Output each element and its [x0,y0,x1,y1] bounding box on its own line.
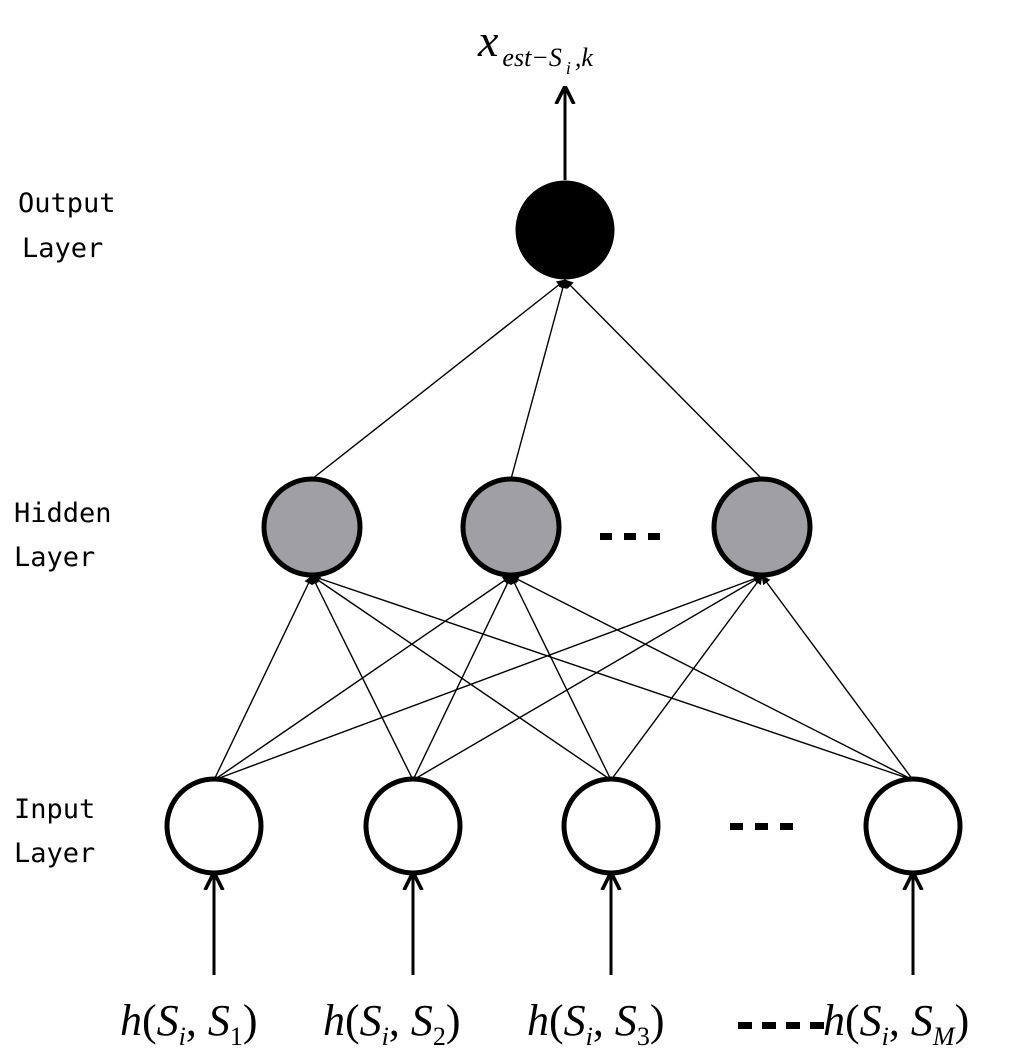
output-label-main: x [477,15,499,66]
edge-hidden-1-output [311,279,566,480]
input-label-1-fn: h [120,996,142,1045]
edge-input-1-hidden-1 [213,575,313,781]
input-label-2: h(Si, S2) [323,996,461,1051]
input-label-3-close: ) [650,996,665,1045]
hidden-node-3 [711,476,813,578]
input-label-1: h(Si, S1) [120,996,258,1051]
output-node [515,180,615,280]
input-label-1-open: ( [142,996,157,1045]
input-ellipsis [730,823,793,830]
input-label-4-b: S [911,996,933,1045]
edge-input-2-hidden-1 [311,575,414,781]
output-label-sub: est−S [502,43,561,72]
input-label-4-fn: h [823,996,845,1045]
hidden-to-output-connections [311,279,763,480]
edge-input-4-hidden-1 [311,574,914,781]
input-label-3-open: ( [549,996,564,1045]
input-label-2-a: S [360,996,382,1045]
input-label-4-a: S [860,996,882,1045]
input-label-1-b: S [208,996,230,1045]
input-label-2-close: ) [446,996,461,1045]
input-layer-label-line1: Input [14,794,95,825]
input-layer-label-line2: Layer [14,838,95,869]
input-node-1 [164,776,264,876]
hidden-node-1 [261,476,363,578]
input-label-2-b: S [411,996,433,1045]
input-node-2 [363,776,463,876]
input-label-4: h(Si, SM) [823,996,969,1051]
label-ellipsis [738,1022,824,1029]
edge-input-2-hidden-3 [412,575,763,781]
edge-input-4-hidden-2 [510,575,914,781]
input-label-2-a-sub: i [382,1022,389,1051]
hidden-layer-label-line1: Hidden [14,498,112,529]
edge-hidden-2-output [510,279,568,480]
output-label-subsub: i [566,58,571,78]
input-label-1-a: S [157,996,179,1045]
input-label-4-comma: , [889,996,911,1045]
edge-input-1-hidden-3 [213,574,763,781]
input-label-2-b-sub: 2 [433,1022,446,1051]
input-label-3-b-sub: 3 [637,1022,650,1051]
input-label-3: h(Si, S3) [527,996,665,1051]
input-label-4-open: ( [845,996,860,1045]
input-label-1-b-sub: 1 [230,1022,243,1051]
input-node-4 [863,776,963,876]
hidden-node-2 [460,476,562,578]
input-label-3-comma: , [593,996,615,1045]
input-label-1-a-sub: i [179,1022,186,1051]
output-layer-label-line1: Output [18,188,116,219]
input-label-2-fn: h [323,996,345,1045]
output-layer-label-line2: Layer [22,233,103,264]
input-labels: h(Si, S1) h(Si, S2) h(Si, S3) h(Si, SM) [120,996,969,1051]
input-node-3 [561,776,661,876]
output-label-tail: ,k [575,43,594,72]
input-label-2-comma: , [389,996,411,1045]
input-to-hidden-connections [213,574,914,781]
input-label-4-b-sub: M [932,1022,956,1051]
input-label-3-a-sub: i [586,1022,593,1051]
hidden-layer-label-line2: Layer [14,542,95,573]
edge-input-3-hidden-2 [510,575,612,781]
input-label-1-close: ) [243,996,258,1045]
input-label-4-close: ) [955,996,970,1045]
input-label-3-a: S [564,996,586,1045]
input-label-4-a-sub: i [882,1022,889,1051]
input-label-3-fn: h [527,996,549,1045]
input-label-2-open: ( [345,996,360,1045]
input-label-1-comma: , [186,996,208,1045]
input-label-3-b: S [615,996,637,1045]
edge-input-4-hidden-3 [761,575,914,781]
input-stems [214,874,913,975]
edge-input-3-hidden-1 [311,575,612,781]
edge-input-3-hidden-3 [610,575,763,781]
output-label: x est−S i ,k [477,15,593,78]
hidden-ellipsis [600,533,660,540]
edge-hidden-3-output [564,279,763,480]
